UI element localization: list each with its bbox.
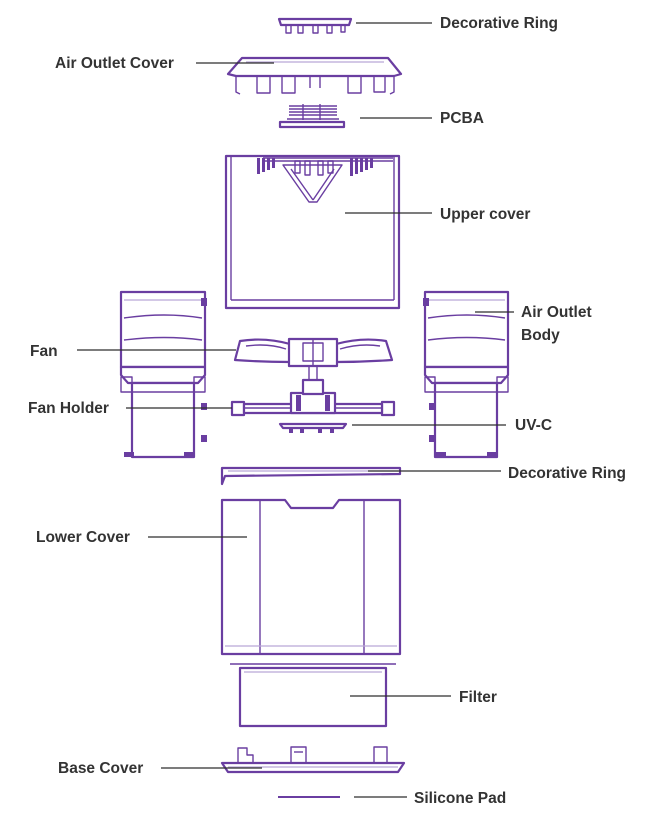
label-air-outlet-cover: Air Outlet Cover (55, 55, 174, 72)
fan-holder-part (230, 378, 396, 417)
label-silicone-pad: Silicone Pad (414, 790, 506, 807)
fan-part (233, 337, 394, 381)
pcba-part (278, 104, 346, 129)
air-outlet-body-left-part (119, 290, 207, 459)
label-filter: Filter (459, 689, 497, 706)
label-fan-holder: Fan Holder (28, 400, 109, 417)
label-air-outlet-body-line2: Body (521, 327, 560, 344)
uvc-part (278, 422, 348, 433)
label-pcba: PCBA (440, 110, 484, 127)
air-outlet-cover-part (226, 56, 403, 95)
decorative-ring-top-part (277, 17, 353, 34)
base-cover-part (220, 746, 406, 774)
label-base-cover: Base Cover (58, 760, 143, 777)
label-decorative-ring-middle: Decorative Ring (508, 465, 626, 482)
label-lower-cover: Lower Cover (36, 529, 130, 546)
label-air-outlet-body-line1: Air Outlet (521, 304, 592, 321)
label-decorative-ring-top: Decorative Ring (440, 15, 558, 32)
label-fan: Fan (30, 343, 58, 360)
upper-cover-part (224, 154, 401, 310)
label-uvc: UV-C (515, 417, 552, 434)
label-upper-cover: Upper cover (440, 206, 530, 223)
air-outlet-body-right-part (423, 290, 510, 459)
filter-part (230, 663, 396, 728)
lower-cover-part (220, 498, 402, 656)
